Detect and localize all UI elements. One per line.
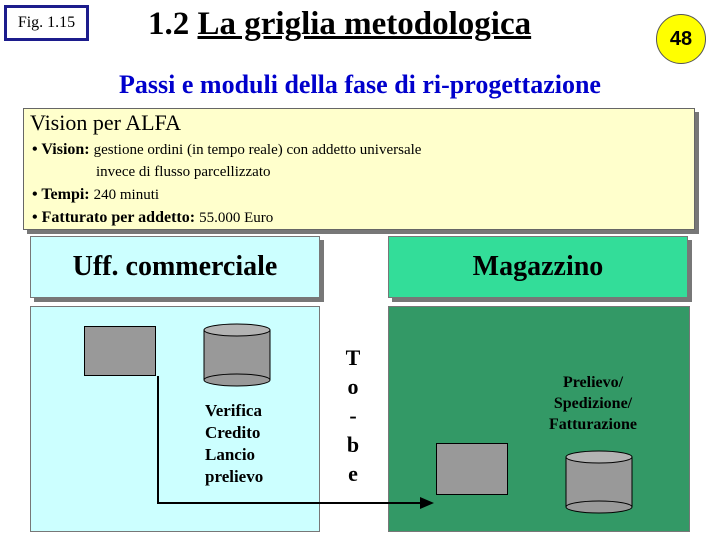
subtitle: Passi e moduli della fase di ri-progetta… — [119, 70, 601, 99]
vision-item-text: 55.000 Euro — [199, 210, 274, 226]
magazzino-steps: Prelievo/ Spedizione/ Fatturazione — [528, 372, 658, 435]
page-title: 1.2 La griglia metodologica — [148, 6, 531, 43]
to-be-letter: - — [349, 403, 357, 428]
to-be-label: T o - b e — [338, 343, 368, 488]
step-line: Prelievo/ — [562, 374, 624, 391]
commerciale-area — [30, 306, 320, 532]
step-line: Credito — [205, 423, 261, 442]
vision-item: • Fatturato per addetto: 55.000 Euro — [32, 209, 273, 227]
to-be-letter: e — [348, 461, 358, 486]
step-line: prelievo — [205, 467, 264, 486]
vision-item: • Vision: gestione ordini (in tempo real… — [32, 141, 421, 159]
step-line: Spedizione/ — [553, 395, 633, 412]
database-icon-right — [565, 450, 633, 514]
commerciale-steps: Verifica Credito Lancio prelievo — [205, 400, 285, 488]
vision-item: invece di flusso parcellizzato — [96, 163, 271, 181]
terminal-box-right — [436, 443, 508, 495]
title-text: La griglia metodologica — [197, 6, 532, 42]
vision-item-label: • Vision: — [32, 141, 90, 158]
vision-item-label: • Fatturato per addetto: — [32, 209, 196, 226]
vision-box — [23, 108, 695, 230]
to-be-letter: b — [346, 432, 360, 457]
page-number-badge: 48 — [656, 14, 706, 64]
database-icon-left — [203, 323, 271, 387]
vision-item-text: invece di flusso parcellizzato — [96, 164, 271, 180]
title-number: 1.2 — [148, 6, 190, 42]
magazzino-header: Magazzino — [388, 236, 688, 298]
to-be-letter: T — [345, 345, 361, 370]
figure-label: Fig. 1.15 — [4, 5, 89, 41]
vision-item-label: • Tempi: — [32, 186, 90, 203]
step-line: Lancio — [205, 445, 256, 464]
vision-item-text: 240 minuti — [93, 187, 160, 203]
vision-item: • Tempi: 240 minuti — [32, 186, 159, 204]
flow-arrow — [157, 376, 434, 509]
step-line: Fatturazione — [549, 416, 637, 433]
vision-title: Vision per ALFA — [30, 110, 182, 135]
to-be-letter: o — [347, 374, 359, 399]
commerciale-header: Uff. commerciale — [30, 236, 320, 298]
step-line: Verifica — [205, 401, 262, 420]
vision-item-text: gestione ordini (in tempo reale) con add… — [93, 142, 422, 158]
terminal-box-left — [84, 326, 156, 376]
